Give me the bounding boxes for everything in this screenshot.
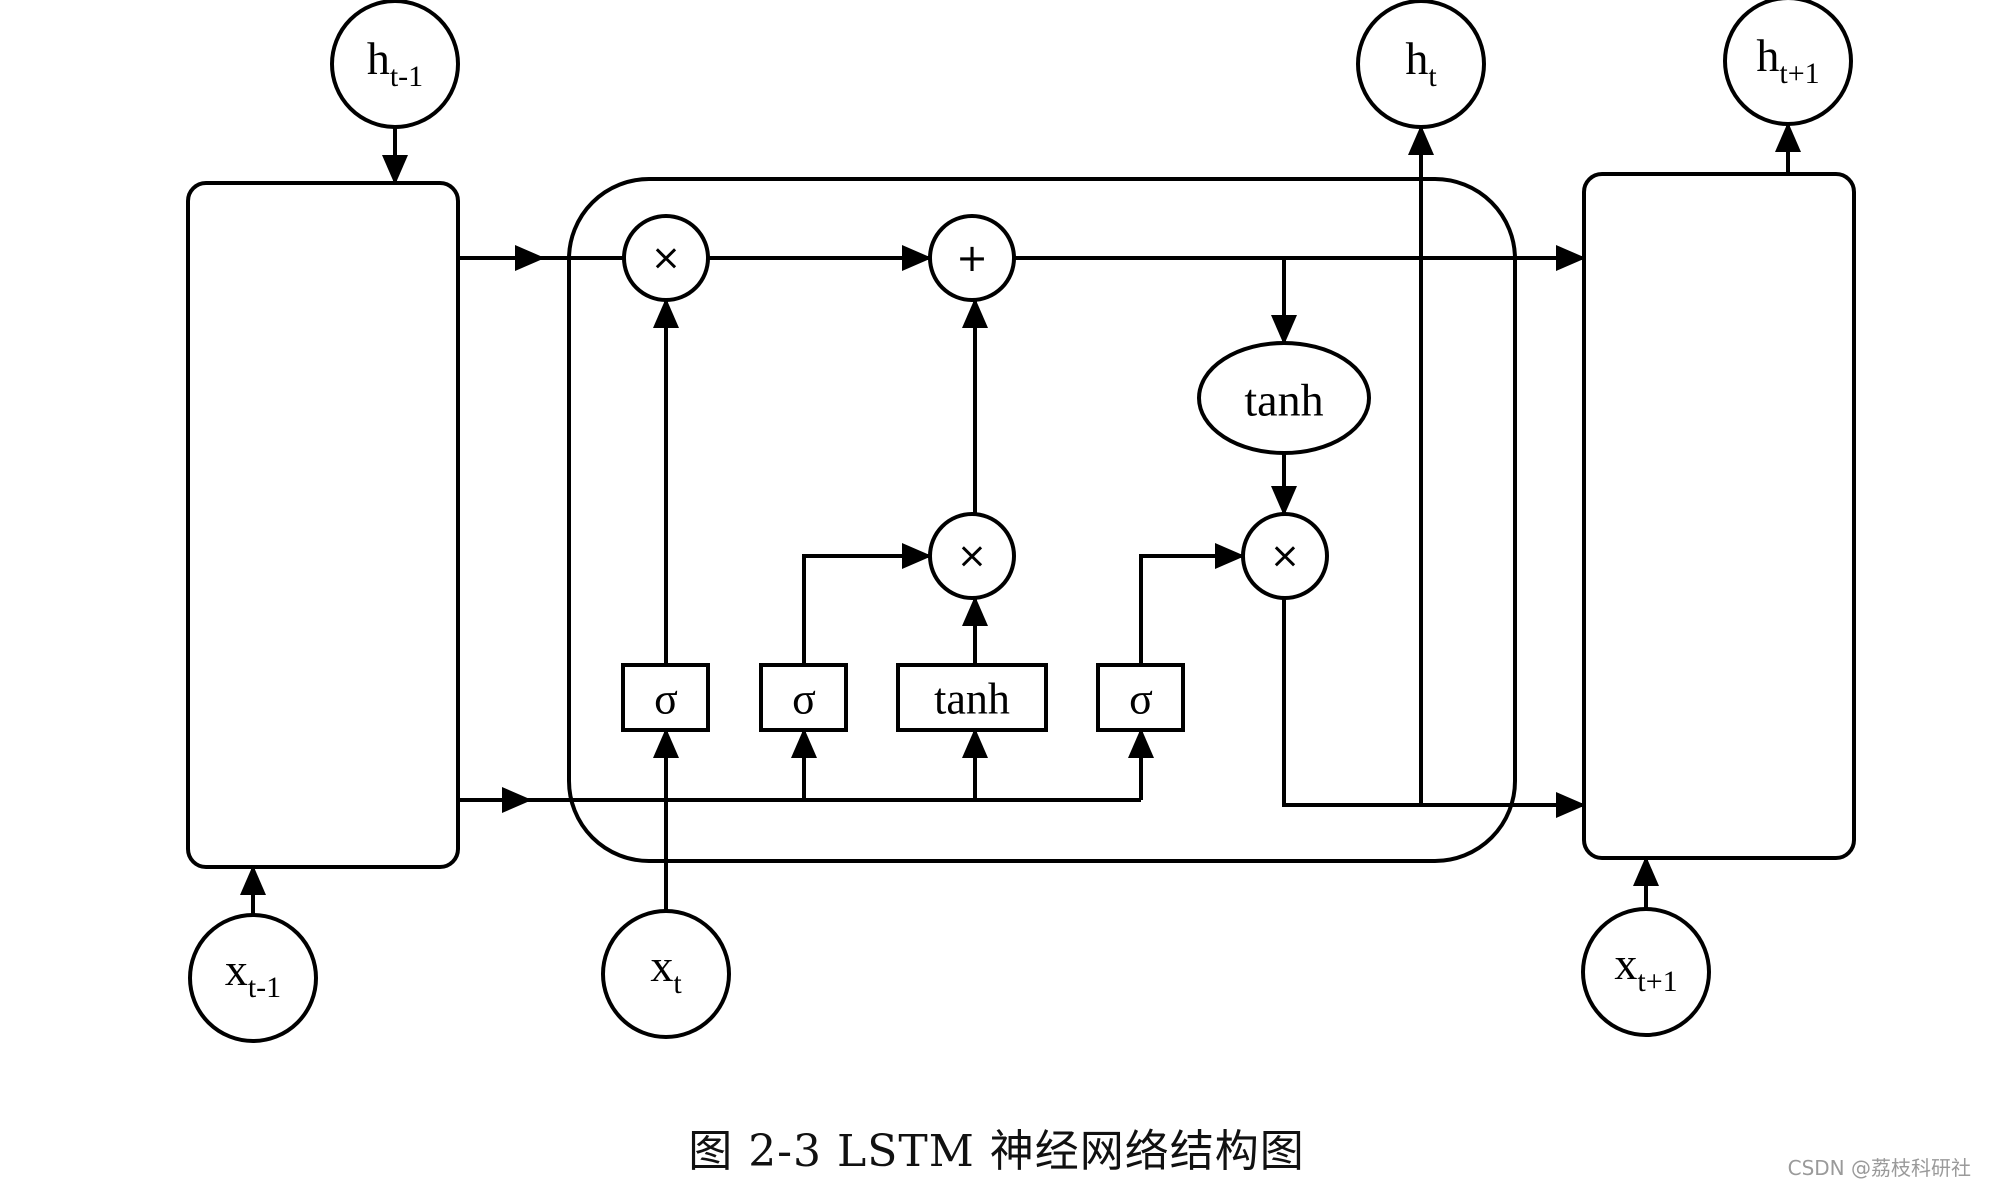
h-cur-node xyxy=(1356,0,1486,129)
x-prev-node xyxy=(188,913,318,1043)
forget-gate-box xyxy=(621,663,710,732)
output-mult-to-next-line xyxy=(1282,598,1586,818)
h-prev-node xyxy=(330,0,460,129)
watermark: CSDN @荔枝科研社 xyxy=(1787,1156,1971,1180)
forget-gate-label: σ xyxy=(654,675,678,724)
h-next-label: ht+1 xyxy=(1756,30,1819,90)
input-gate-label: σ xyxy=(792,675,816,724)
figure-caption: 图 2-3 LSTM 神经网络结构图 xyxy=(688,1126,1305,1177)
x-next-label: xt+1 xyxy=(1614,938,1677,998)
forget-mult-symbol: × xyxy=(651,238,681,279)
input-mult-symbol: × xyxy=(957,536,987,577)
output-gate-to-mult-arrow xyxy=(1139,543,1245,665)
x-prev-label: xt-1 xyxy=(225,944,281,1004)
cell-tanh-label: tanh xyxy=(1244,375,1323,426)
forget-mult-circle xyxy=(622,214,710,302)
cur-cell-box xyxy=(567,177,1517,863)
add-circle xyxy=(928,214,1016,302)
prev-cell-box xyxy=(186,181,460,869)
add-symbol: + xyxy=(956,236,988,280)
output-gate-label: σ xyxy=(1129,675,1153,724)
input-mult-circle xyxy=(928,512,1016,600)
h-prev-label: ht-1 xyxy=(367,33,423,93)
cell-tanh-ellipse xyxy=(1197,341,1371,455)
input-gate-to-mult-arrow xyxy=(802,543,932,665)
candidate-gate-label: tanh xyxy=(934,675,1010,724)
x-next-node xyxy=(1581,907,1711,1037)
x-cur-node xyxy=(601,909,731,1039)
output-mult-symbol: × xyxy=(1270,536,1300,577)
x-cur-label: xt xyxy=(650,940,682,1000)
input-gate-box xyxy=(759,663,848,732)
output-gate-box xyxy=(1096,663,1185,732)
h-next-node xyxy=(1723,0,1853,126)
output-mult-circle xyxy=(1241,512,1329,600)
candidate-gate-box xyxy=(896,663,1048,732)
h-cur-label: ht xyxy=(1405,33,1437,93)
next-cell-box xyxy=(1582,172,1856,860)
